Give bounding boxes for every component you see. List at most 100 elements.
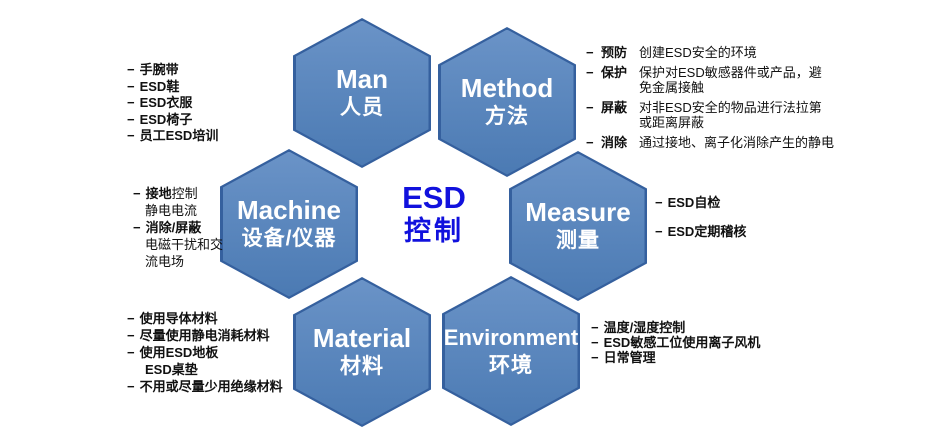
hexagon-man: Man 人员 <box>293 18 431 168</box>
hexagon-environment-title-en: Environment <box>443 325 579 350</box>
environment-list: −温度/湿度控制 −ESD敏感工位使用离子风机 −日常管理 <box>591 320 760 365</box>
list-item: −ESD敏感工位使用离子风机 <box>591 335 760 350</box>
list-item-text: ESD敏感工位使用离子风机 <box>603 335 761 350</box>
list-item-continuation: 流电场 <box>145 254 185 269</box>
list-item-text: 手腕带 <box>139 62 179 77</box>
bullet-dash: − <box>591 335 599 350</box>
method-keyword: 保护 <box>601 65 628 80</box>
bullet-dash: − <box>127 379 135 394</box>
method-keyword: 屏蔽 <box>601 100 628 115</box>
bullet-dash: − <box>655 195 663 210</box>
bullet-dash: − <box>655 224 663 239</box>
machine-rest: 控制 <box>171 186 198 201</box>
list-item: − 消除 通过接地、离子化消除产生的静电 <box>586 135 916 150</box>
machine-keyword: 接地 <box>145 186 172 201</box>
method-keyword: 预防 <box>601 45 628 60</box>
list-item: −温度/湿度控制 <box>591 320 760 335</box>
hexagon-material-title-en: Material <box>312 323 412 353</box>
hexagon-method-label: Method 方法 <box>438 27 576 177</box>
list-item: −不用或尽量少用绝缘材料 <box>127 378 283 395</box>
list-item-text: 不用或尽量少用绝缘材料 <box>139 379 283 394</box>
center-title: ESD 控制 <box>392 182 476 249</box>
hexagon-man-label: Man 人员 <box>293 18 431 168</box>
method-description: 保护对ESD敏感器件或产品，避 免金属接触 <box>639 65 822 95</box>
bullet-dash: − <box>127 311 135 326</box>
bullet-dash: − <box>127 62 135 77</box>
bullet-dash: − <box>586 45 594 60</box>
method-description-line: 创建ESD安全的环境 <box>639 45 757 60</box>
list-item: −ESD鞋 <box>127 79 218 96</box>
machine-keyword: 消除/屏蔽 <box>145 220 202 235</box>
list-item: −ESD自检 <box>655 194 746 211</box>
list-item: −使用导体材料 <box>127 310 283 327</box>
bullet-dash: − <box>127 128 135 143</box>
hexagon-method: Method 方法 <box>438 27 576 177</box>
hexagon-machine-label: Machine 设备/仪器 <box>220 149 358 299</box>
list-item-continuation: 电磁干扰和交 <box>145 237 224 252</box>
list-item: −ESD定期稽核 <box>655 223 746 240</box>
list-item-text: ESD椅子 <box>139 111 193 127</box>
hexagon-machine-title-en: Machine <box>236 195 342 225</box>
hexagon-measure-title-zh: 测量 <box>556 229 600 252</box>
method-description-line: 保护对ESD敏感器件或产品，避 <box>639 65 822 80</box>
center-title-en: ESD <box>402 180 466 215</box>
hexagon-method-title-zh: 方法 <box>485 105 529 128</box>
list-item: −消除/屏蔽 电磁干扰和交 流电场 <box>133 219 223 270</box>
hexagon-material-label: Material 材料 <box>293 277 431 427</box>
method-description-line: 通过接地、离子化消除产生的静电 <box>639 135 835 150</box>
method-description: 通过接地、离子化消除产生的静电 <box>639 135 834 150</box>
list-item-continuation: 静电电流 <box>145 203 198 218</box>
list-item-text: ESD定期稽核 <box>667 224 747 239</box>
list-item: − 预防 创建ESD安全的环境 <box>586 45 916 60</box>
hexagon-man-title-zh: 人员 <box>340 96 384 119</box>
list-item: −员工ESD培训 <box>127 128 218 145</box>
method-description-line: 或距离屏蔽 <box>639 115 705 130</box>
method-description-line: 免金属接触 <box>639 80 705 95</box>
list-item: −ESD椅子 <box>127 112 218 129</box>
bullet-dash: − <box>586 135 594 150</box>
hexagon-measure-fill <box>511 153 645 299</box>
bullet-dash: − <box>127 95 135 110</box>
method-description: 对非ESD安全的物品进行法拉第 或距离屏蔽 <box>639 100 822 130</box>
method-keyword: 消除 <box>601 135 628 150</box>
list-item-text: 消除/屏蔽 <box>146 219 202 236</box>
list-item: −ESD衣服 <box>127 95 218 112</box>
bullet-dash: − <box>127 111 135 127</box>
hexagon-machine-title-zh: 设备/仪器 <box>241 227 337 250</box>
bullet-dash: − <box>127 78 135 94</box>
bullet-dash: − <box>133 186 141 201</box>
list-item: −使用ESD地板 ESD桌垫 <box>127 344 283 378</box>
hexagon-environment-title-zh: 环境 <box>489 354 533 377</box>
hexagon-man-title-en: Man <box>336 64 388 94</box>
list-item-text: ESD鞋 <box>139 78 180 94</box>
bullet-dash: − <box>586 65 594 80</box>
bullet-dash: − <box>127 328 135 343</box>
hexagon-material: Material 材料 <box>293 277 431 427</box>
list-item-text: 温度/湿度控制 <box>603 320 686 335</box>
list-item-text: 尽量使用静电消耗材料 <box>139 328 270 343</box>
list-item-text: 日常管理 <box>603 350 656 365</box>
hexagon-material-title-zh: 材料 <box>340 355 384 378</box>
list-item: − 保护 保护对ESD敏感器件或产品，避 免金属接触 <box>586 65 916 95</box>
bullet-dash: − <box>133 220 141 235</box>
bullet-dash: − <box>127 345 135 360</box>
bullet-dash: − <box>586 100 594 115</box>
list-item-text: 员工ESD培训 <box>139 128 219 143</box>
list-item-continuation: ESD桌垫 <box>145 362 198 377</box>
hexagon-environment: Environment 环境 <box>442 276 580 426</box>
list-item-text: ESD衣服 <box>139 95 193 110</box>
center-title-zh: 控制 <box>404 216 464 246</box>
bullet-dash: − <box>591 320 599 335</box>
list-item: −接地控制 静电电流 <box>133 185 223 219</box>
list-item-text: 接地控制 <box>146 185 198 202</box>
hexagon-measure-label: Measure 测量 <box>509 151 647 301</box>
hexagon-measure-title-en: Measure <box>525 197 631 227</box>
method-list: − 预防 创建ESD安全的环境 − 保护 保护对ESD敏感器件或产品，避 免金属… <box>586 45 916 155</box>
method-description: 创建ESD安全的环境 <box>639 45 757 60</box>
list-item-text: 使用ESD地板 <box>139 345 219 360</box>
material-list: −使用导体材料 −尽量使用静电消耗材料 −使用ESD地板 ESD桌垫 −不用或尽… <box>127 310 283 395</box>
hexagon-method-title-en: Method <box>460 73 554 103</box>
list-item: −手腕带 <box>127 62 218 79</box>
list-item: −尽量使用静电消耗材料 <box>127 327 283 344</box>
